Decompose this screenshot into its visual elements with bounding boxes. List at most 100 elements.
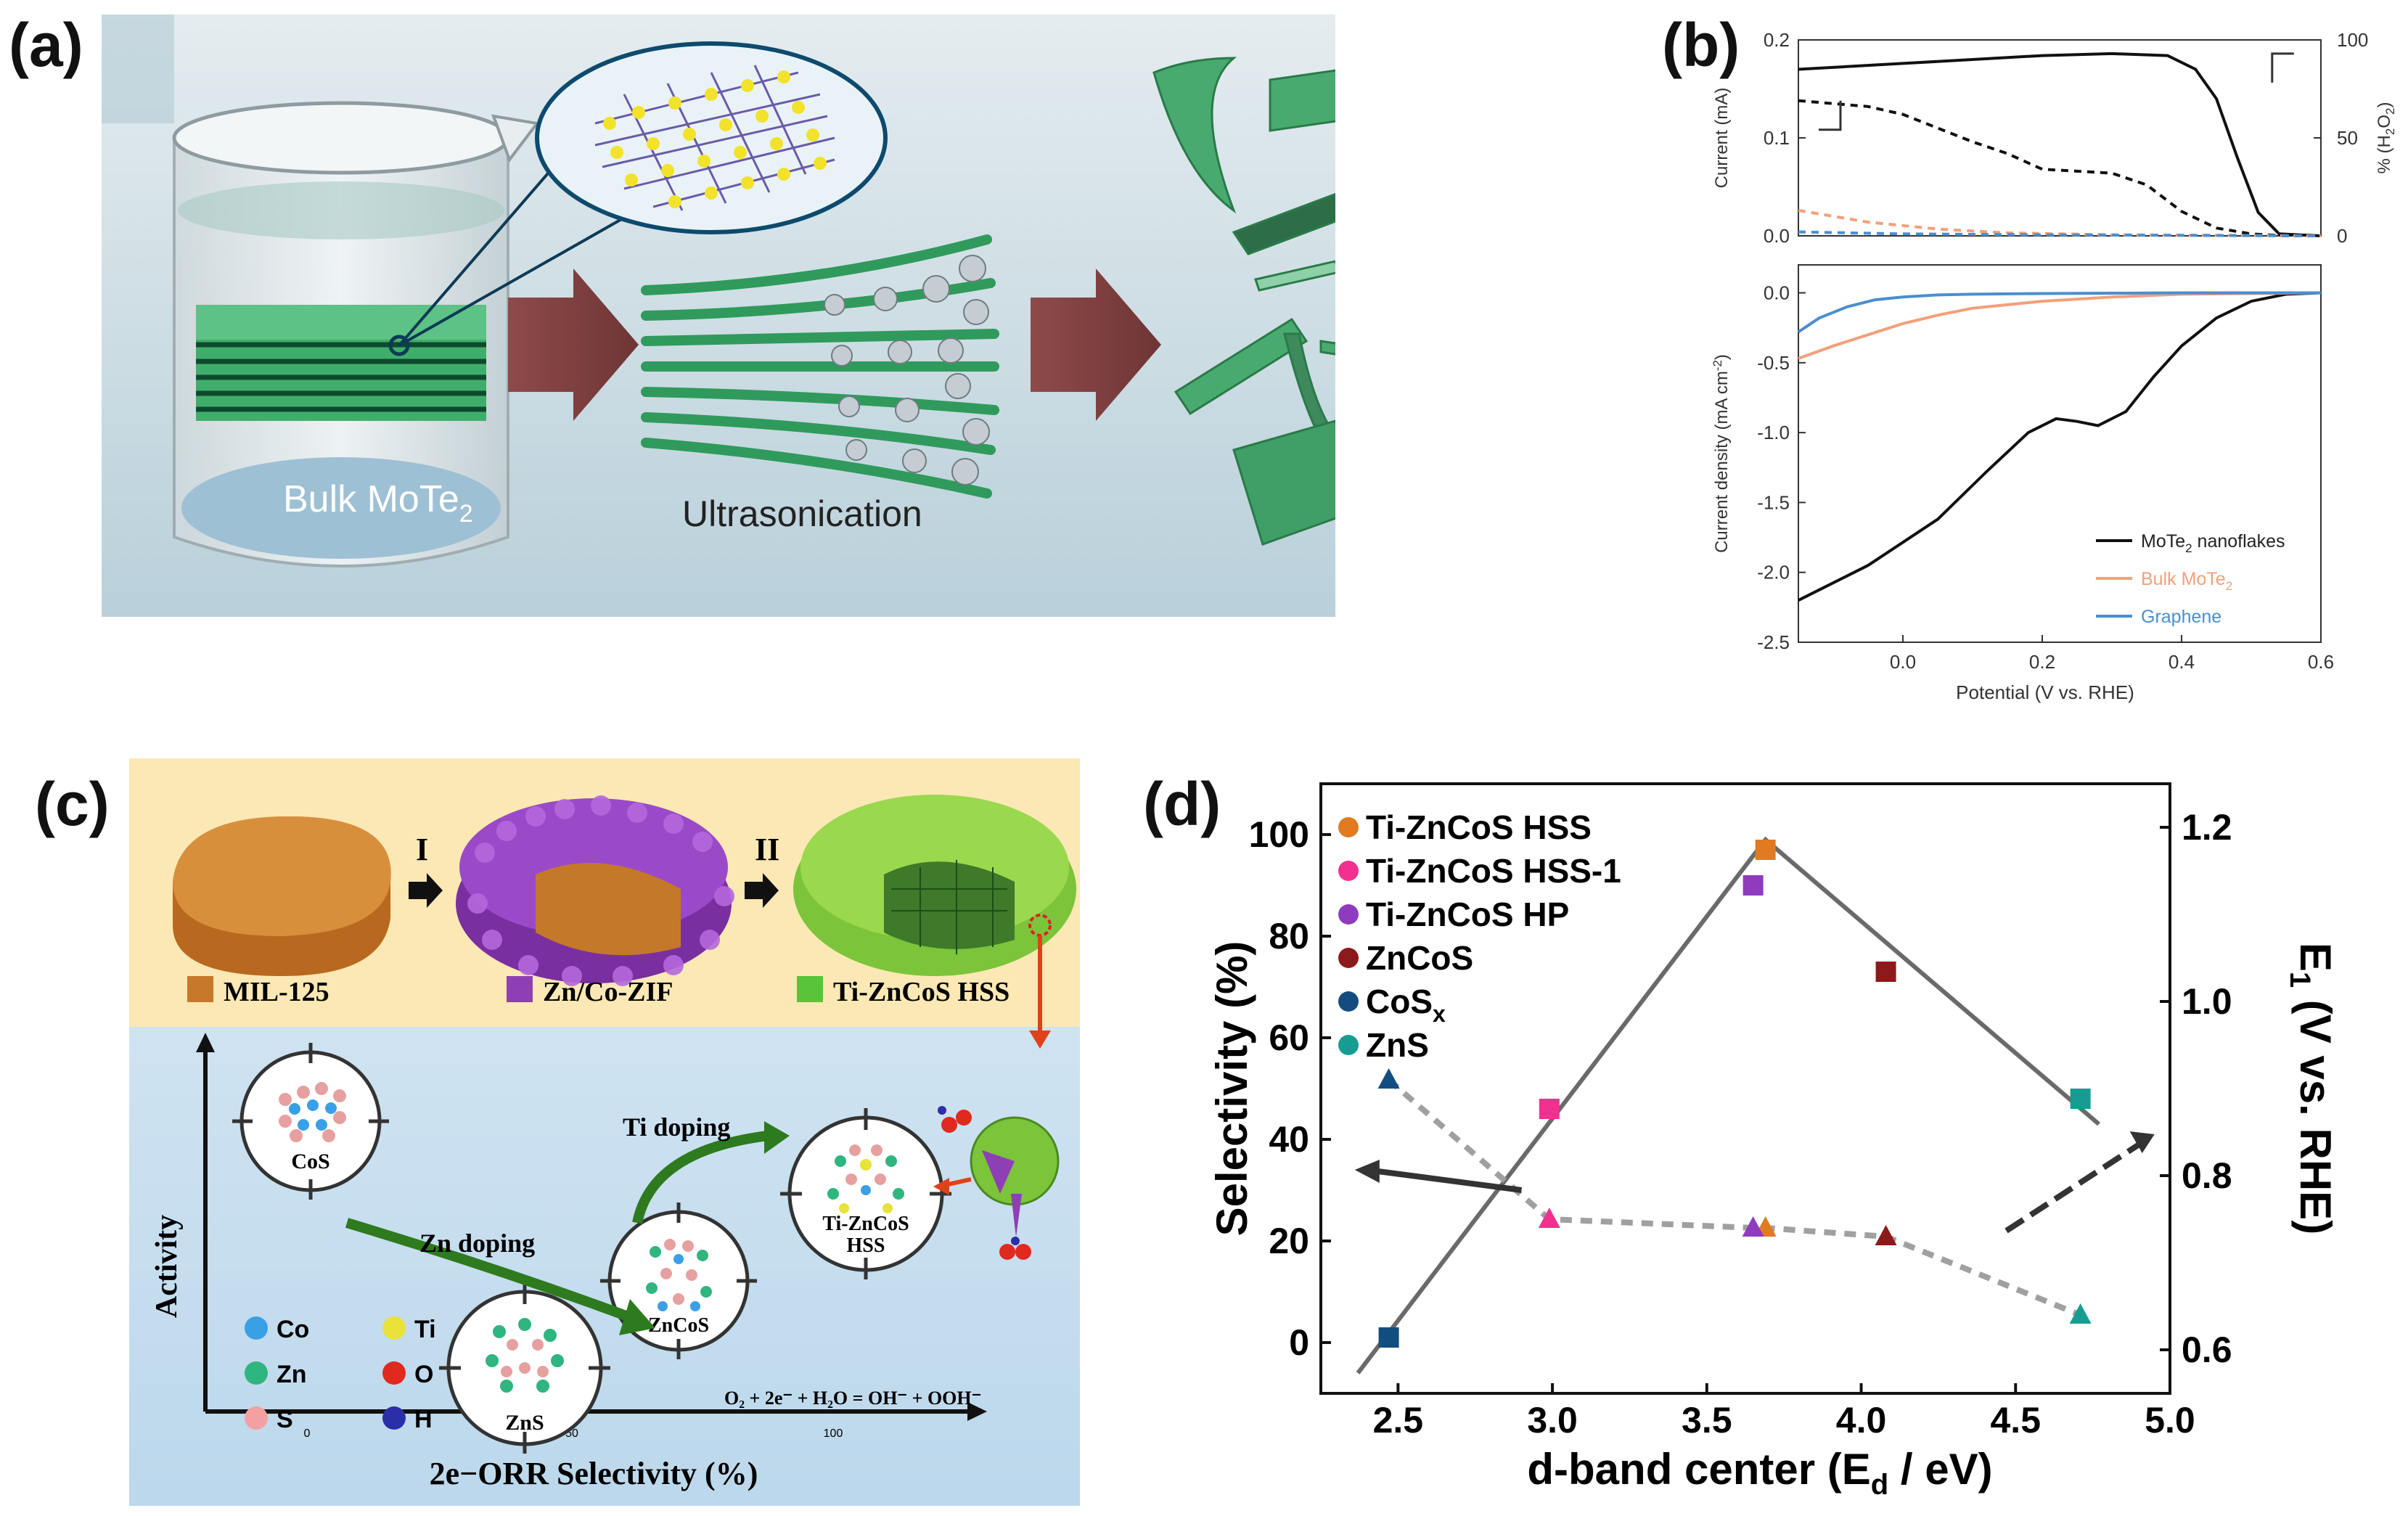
d-ytick-label: 20 (1269, 1221, 1309, 1261)
b-bottom-xtick-label: 0.2 (2029, 651, 2055, 673)
atom-co-swatch (245, 1316, 268, 1340)
step-1-label: I (416, 832, 428, 867)
mote2-nanoflakes (1152, 57, 1335, 546)
b-bottom-ytick-label: -1.5 (1757, 491, 1790, 513)
d-selectivity-point-4 (1378, 1327, 1399, 1348)
d-ytick-right-label: 1.2 (2182, 807, 2232, 848)
atom-ti-swatch (382, 1316, 406, 1340)
b-top-ytick-right-label: 0 (2337, 225, 2347, 247)
svg-text:Ti doping: Ti doping (623, 1113, 730, 1142)
panel-c-letter: (c) (35, 770, 110, 838)
b-top-series-3 (1798, 230, 2322, 237)
activity-axis-label: Activity (150, 1215, 184, 1318)
atom-o-label: O (414, 1361, 433, 1388)
b-bottom-ytick-label: -2.5 (1757, 631, 1790, 653)
svg-text:ZnCoS: ZnCoS (648, 1314, 709, 1337)
d-xlabel: d-band center (Ed / eV) (1527, 1445, 1992, 1501)
d-ytick-right-label: 0.6 (2182, 1329, 2232, 1370)
svg-text:Ti-ZnCoS: Ti-ZnCoS (822, 1213, 909, 1235)
b-bottom-ytick-label: -0.5 (1757, 352, 1790, 374)
d-ytick-right-label: 0.8 (2182, 1155, 2232, 1196)
d-selectivity-point-0 (1755, 840, 1776, 860)
b-bottom-series-1 (1798, 291, 2322, 360)
svg-text:Ti-ZnCoS HSS: Ti-ZnCoS HSS (833, 977, 1010, 1007)
svg-text:100: 100 (824, 1427, 843, 1440)
b-top-ytick-right-label: 50 (2337, 127, 2358, 149)
d-ytick-label: 80 (1269, 916, 1309, 956)
b-bottom-xtick-label: 0.6 (2308, 651, 2334, 673)
d-legend-label-2: Ti-ZnCoS HP (1366, 896, 1569, 933)
panel-a-letter: (a) (9, 11, 83, 79)
b-top-ytick-label: 0.0 (1764, 225, 1790, 247)
panel-a-illustration: Bulk MoTe2 Ultrasonication (102, 15, 1335, 617)
svg-text:HSS: HSS (847, 1234, 885, 1257)
d-left-axis-arrowhead (1354, 1160, 1380, 1183)
atom-zn-swatch (245, 1361, 268, 1385)
atom-o-swatch (382, 1361, 406, 1385)
step-2-label: II (755, 832, 779, 867)
panel-c-illustration: I II MIL-125 Zn/Co-ZIF T (129, 758, 1080, 1506)
d-frame (1319, 782, 2171, 1395)
b-bottom-series-2 (1797, 291, 2321, 334)
d-ytick-right-label: 1.0 (2182, 981, 2232, 1022)
d-e1-point-2 (1742, 1216, 1764, 1237)
svg-text:ZnS: ZnS (505, 1411, 544, 1435)
d-right-axis-arrow (2004, 1142, 2141, 1234)
b-top-right-axis-marker (2271, 52, 2294, 83)
b-bottom-ytick-label: 0.0 (1764, 282, 1790, 304)
d-e1-point-4 (1377, 1068, 1400, 1089)
d-legend-label-3: ZnCoS (1366, 939, 1473, 977)
d-xtick-label: 4.0 (1836, 1400, 1887, 1441)
atom-h-swatch (382, 1406, 406, 1430)
panel-b-letter: (b) (1662, 11, 1740, 79)
b-top-ytick-right-label: 100 (2337, 29, 2368, 51)
mil-125-disk (173, 816, 391, 976)
panel-d-letter: (d) (1143, 770, 1221, 838)
b-top-ytick-label: 0.2 (1764, 29, 1790, 51)
d-ylabel-right: E1 (V vs. RHE) (2284, 943, 2340, 1234)
d-legend-label-4: CoSx (1366, 983, 1446, 1027)
d-legend-label-0: Ti-ZnCoS HSS (1366, 808, 1592, 846)
d-legend-swatch-4 (1338, 991, 1359, 1012)
zn-co-zif-shell (456, 795, 734, 986)
svg-text:MIL-125: MIL-125 (224, 977, 329, 1007)
d-ytick-label: 100 (1249, 814, 1309, 855)
b-legend-label-0: MoTe2 nanoflakes (2141, 531, 2285, 555)
d-legend-swatch-3 (1338, 948, 1359, 968)
b-legend-label-2: Graphene (2141, 607, 2221, 627)
d-ytick-label: 40 (1269, 1119, 1309, 1160)
d-xtick-label: 3.5 (1682, 1400, 1732, 1441)
ultrasonication-label: Ultrasonication (682, 493, 922, 534)
d-e1-point-3 (1875, 1225, 1897, 1245)
b-top-ylabel-right: % (H2O2) (2375, 102, 2397, 174)
cos-target (232, 1043, 389, 1200)
b-bottom-xtick-label: 0.4 (2169, 651, 2195, 673)
atom-h-label: H (414, 1406, 433, 1433)
selectivity-axis-label: 2e−ORR Selectivity (%) (430, 1456, 758, 1491)
b-top-frame (1798, 39, 2322, 237)
b-bottom-frame (1798, 264, 2322, 643)
atom-ti-label: Ti (414, 1316, 436, 1343)
svg-text:Zn doping: Zn doping (419, 1229, 535, 1258)
d-legend-swatch-2 (1338, 904, 1359, 925)
mote2-crystal-inset (535, 41, 888, 234)
d-e1-point-1 (1538, 1208, 1560, 1228)
b-bottom-xlabel: Potential (V vs. RHE) (1956, 681, 2134, 703)
d-legend-swatch-1 (1338, 861, 1359, 881)
exfoliating-layers (641, 234, 999, 499)
beaker (172, 101, 625, 568)
d-ytick-label: 60 (1269, 1017, 1309, 1058)
d-selectivity-point-1 (1539, 1099, 1560, 1119)
d-xtick-label: 5.0 (2145, 1400, 2195, 1441)
svg-text:CoS: CoS (291, 1150, 329, 1173)
b-bottom-ytick-label: -2.0 (1757, 562, 1790, 583)
b-top-series-2 (1798, 208, 2322, 237)
atom-zn-label: Zn (277, 1361, 307, 1388)
bulk-mote2-label: Bulk MoTe2 (283, 478, 473, 528)
d-selectivity-point-3 (1875, 962, 1896, 982)
d-legend-label-5: ZnS (1366, 1026, 1429, 1064)
panel-c-top-legend: MIL-125 Zn/Co-ZIF Ti-ZnCoS HSS (187, 976, 1010, 1007)
process-arrow-2 (1031, 269, 1161, 421)
